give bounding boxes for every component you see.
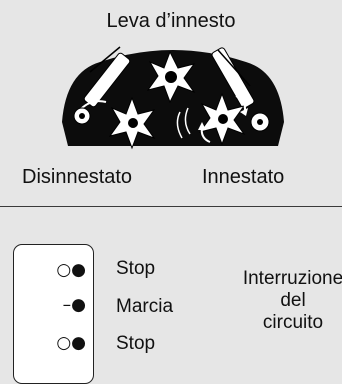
- gear-left-icon: [108, 96, 156, 150]
- lever-positions-graphic: [62, 46, 284, 150]
- switch-symbol-stop-top: ○●: [56, 260, 86, 280]
- circuit-line-1: Interruzione: [242, 268, 342, 289]
- lever-title: Leva d’innesto: [106, 10, 236, 32]
- engaged-label: Innestato: [202, 166, 285, 188]
- circuit-line-2: del: [280, 290, 306, 311]
- lever-panel: Leva d’innesto: [22, 10, 285, 188]
- circuit-interruption-note: Interruzione del circuito: [228, 268, 342, 334]
- switch-symbol-stop-bottom: ○●: [56, 333, 86, 353]
- lever-engaged-icon: [211, 47, 270, 132]
- gear-right-rotating-icon: [176, 92, 248, 146]
- switch-symbol-run: –●: [62, 295, 86, 315]
- position-label-stop-bottom: Stop: [116, 333, 156, 354]
- circuit-line-3: circuito: [262, 312, 324, 333]
- gear-top-icon: [146, 50, 196, 104]
- position-label-stop-top: Stop: [116, 258, 156, 279]
- switch-symbol-box: ○● –● ○●: [13, 244, 94, 384]
- lever-disengaged-icon: [73, 46, 131, 125]
- section-divider: [0, 206, 342, 207]
- disengaged-label: Disinnestato: [22, 166, 133, 188]
- position-label-run: Marcia: [116, 296, 174, 317]
